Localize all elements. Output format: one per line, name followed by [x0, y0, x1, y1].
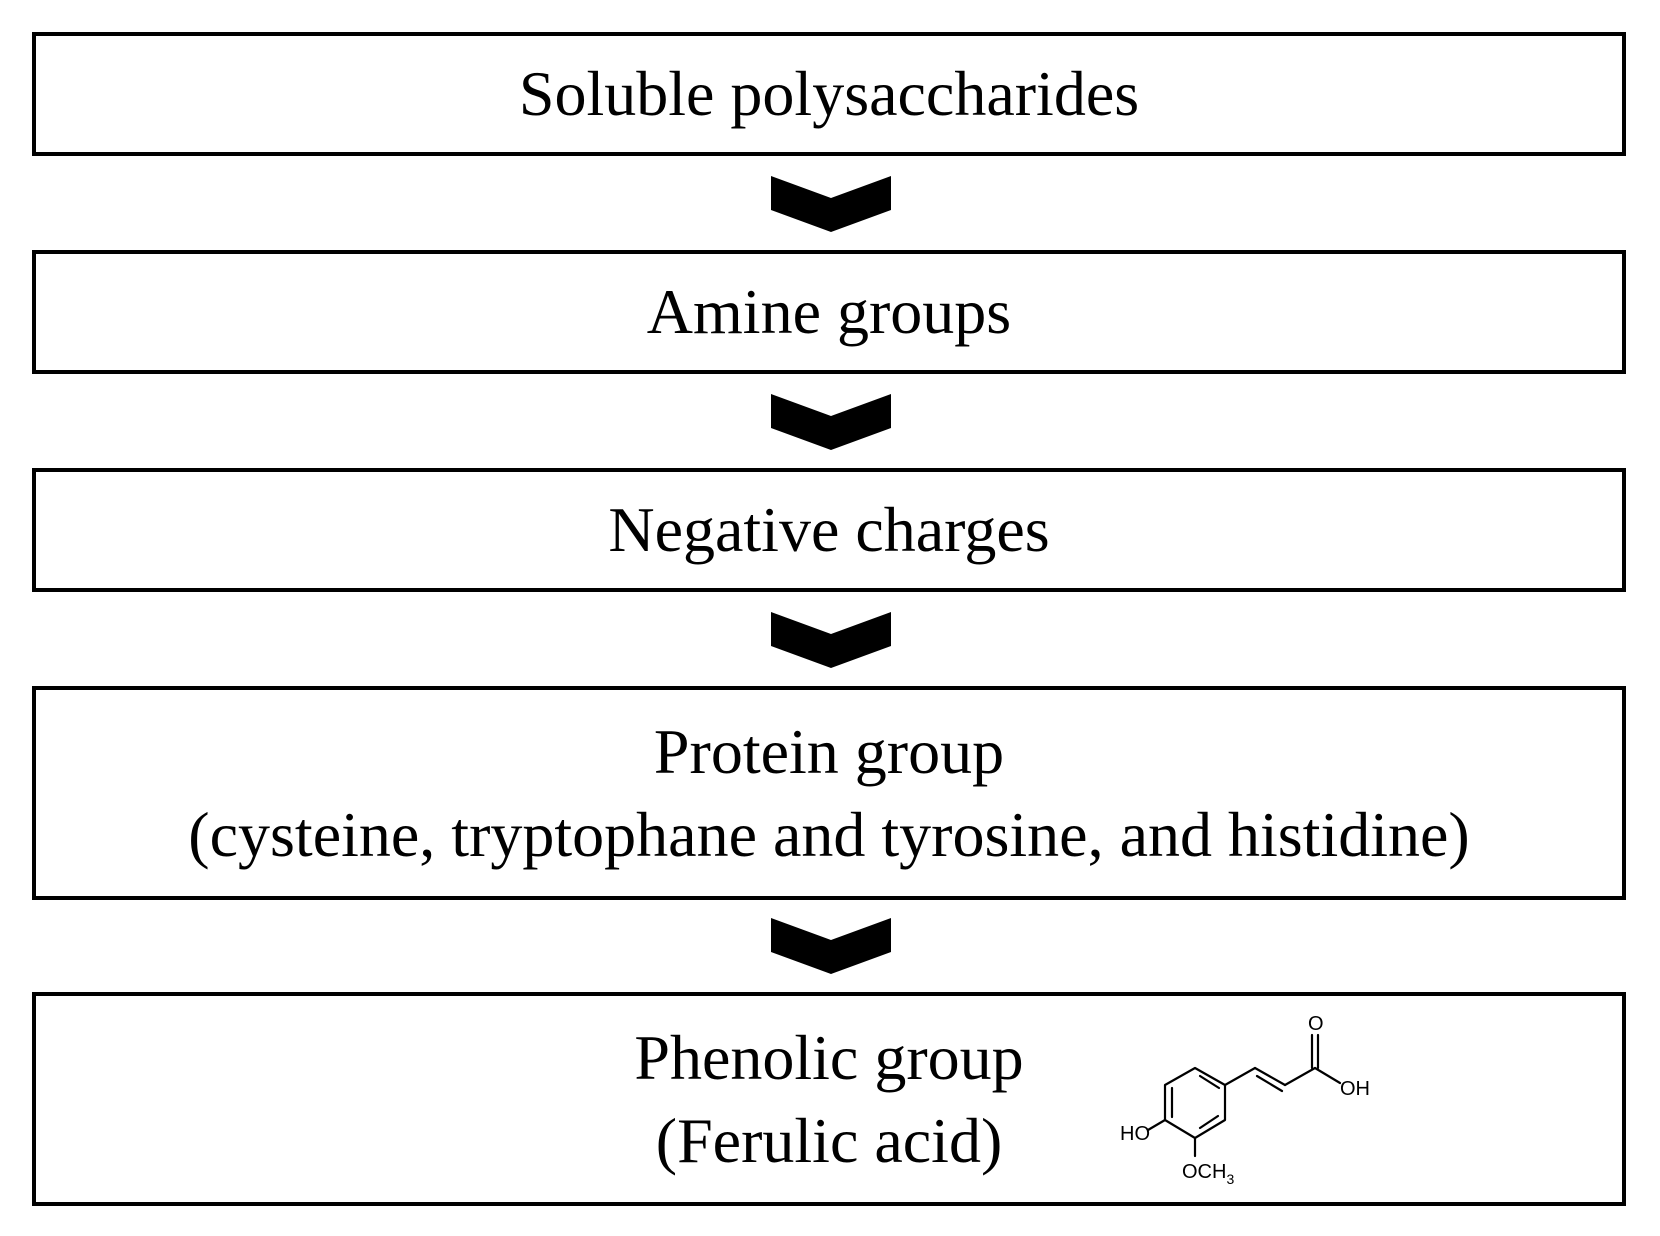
hydroxyl-label: OH [1340, 1078, 1370, 1100]
chevron-down-icon [771, 176, 891, 232]
step-box-soluble-polysaccharides: Soluble polysaccharides [32, 32, 1626, 156]
ferulic-acid-structure-icon: O OH HO OCH3 [1120, 1013, 1370, 1187]
chevron-down-icon [771, 918, 891, 974]
step-label: Amine groups [646, 276, 1012, 347]
chevron-down-icon [771, 612, 891, 668]
step-label: Negative charges [608, 494, 1050, 565]
step-label: Soluble polysaccharides [518, 58, 1140, 129]
step-box-negative-charges: Negative charges [32, 468, 1626, 592]
step-text-column: Phenolic group (Ferulic acid) [36, 996, 1622, 1202]
oxygen-label: O [1308, 1013, 1324, 1035]
step-box-protein-group: Protein group (cysteine, tryptophane and… [32, 686, 1626, 900]
step-sublabel: (cysteine, tryptophane and tyrosine, and… [188, 799, 1470, 870]
methoxy-label: OCH3 [1182, 1161, 1234, 1187]
step-box-phenolic-group: Phenolic group (Ferulic acid) [32, 992, 1626, 1206]
step-label: Phenolic group [634, 1021, 1024, 1093]
chevron-down-icon [771, 394, 891, 450]
step-label: Protein group [653, 715, 1005, 787]
step-sublabel: (Ferulic acid) [655, 1105, 1003, 1176]
step-box-amine-groups: Amine groups [32, 250, 1626, 374]
hydroxyl-label: HO [1120, 1123, 1150, 1145]
